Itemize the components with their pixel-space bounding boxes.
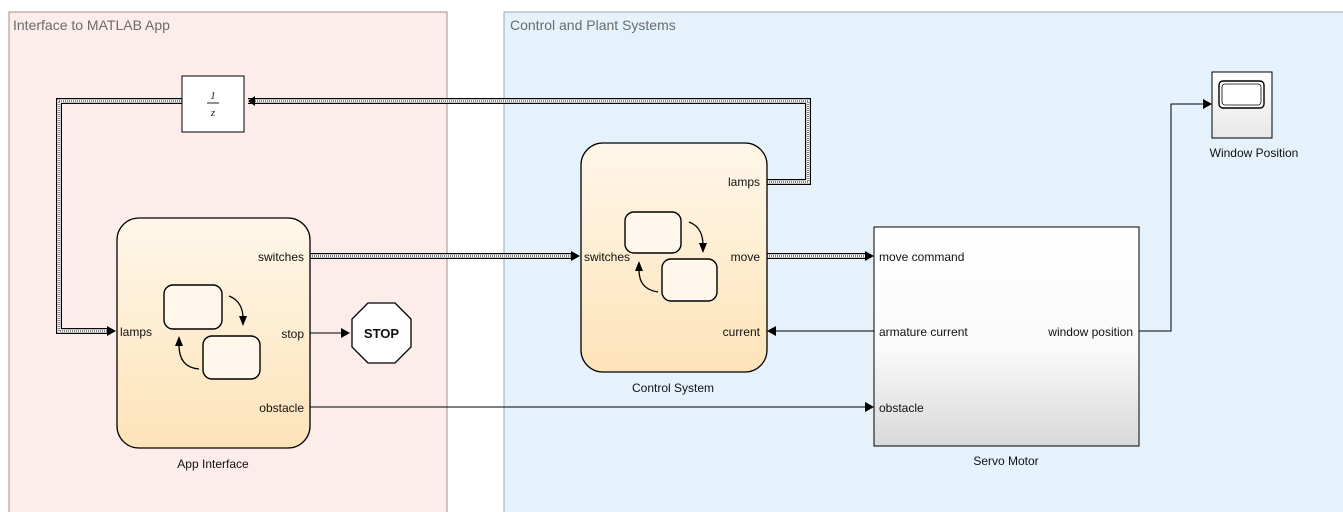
bus-signal-delay-to-lamps[interactable]: [56, 98, 182, 336]
bus-signal-move[interactable]: [767, 251, 874, 261]
arrowhead-icon: [248, 96, 255, 106]
area-title-right: Control and Plant Systems: [510, 17, 676, 33]
control-system-block[interactable]: lamps switches move current Control Syst…: [580, 142, 768, 395]
block-name-control-system: Control System: [632, 381, 714, 395]
signal-window-position[interactable]: [1139, 99, 1212, 332]
bus-signal-switches[interactable]: [310, 251, 580, 261]
arrowhead-icon: [571, 251, 580, 261]
arrowhead-icon: [865, 402, 874, 412]
stateflow-chart-icon: [624, 211, 718, 302]
port-move-command: move command: [879, 250, 964, 264]
block-name-servo-motor: Servo Motor: [973, 454, 1038, 468]
port-switches: switches: [584, 250, 630, 264]
arrowhead-icon: [107, 326, 116, 336]
delay-denominator: z: [210, 107, 216, 119]
area-title-left: Interface to MATLAB App: [13, 17, 170, 33]
port-lamps: lamps: [728, 175, 760, 189]
app-interface-block[interactable]: switches lamps stop obstacle App Interfa…: [116, 217, 311, 471]
arrowhead-icon: [341, 328, 350, 338]
scope-screen-icon: [1218, 80, 1265, 109]
port-lamps: lamps: [120, 325, 152, 339]
signal-stop[interactable]: [310, 328, 350, 338]
port-current: current: [723, 325, 761, 339]
block-name-app-interface: App Interface: [177, 457, 249, 471]
port-obstacle: obstacle: [879, 401, 924, 415]
arrowhead-icon: [767, 326, 776, 336]
block-name-window-position: Window Position: [1210, 146, 1299, 160]
port-window-position: window position: [1047, 325, 1133, 339]
bus-signal-lamps-to-delay[interactable]: [248, 96, 811, 185]
stateflow-chart-icon: [163, 284, 261, 380]
signal-obstacle[interactable]: [310, 402, 874, 412]
arrowhead-icon: [1203, 99, 1212, 109]
port-move: move: [731, 250, 761, 264]
unit-delay-block[interactable]: 1 z: [181, 75, 245, 133]
signal-armature-current[interactable]: [767, 326, 874, 336]
scope-block[interactable]: Window Position: [1210, 71, 1299, 160]
stop-label: STOP: [364, 326, 399, 341]
port-stop: stop: [281, 327, 304, 341]
servo-motor-block[interactable]: move command armature current window pos…: [873, 226, 1140, 468]
stop-block[interactable]: STOP: [351, 302, 412, 364]
port-armature-current: armature current: [879, 325, 968, 339]
port-obstacle: obstacle: [259, 401, 304, 415]
port-switches: switches: [258, 250, 304, 264]
delay-numerator: 1: [210, 90, 216, 102]
arrowhead-icon: [865, 251, 874, 261]
